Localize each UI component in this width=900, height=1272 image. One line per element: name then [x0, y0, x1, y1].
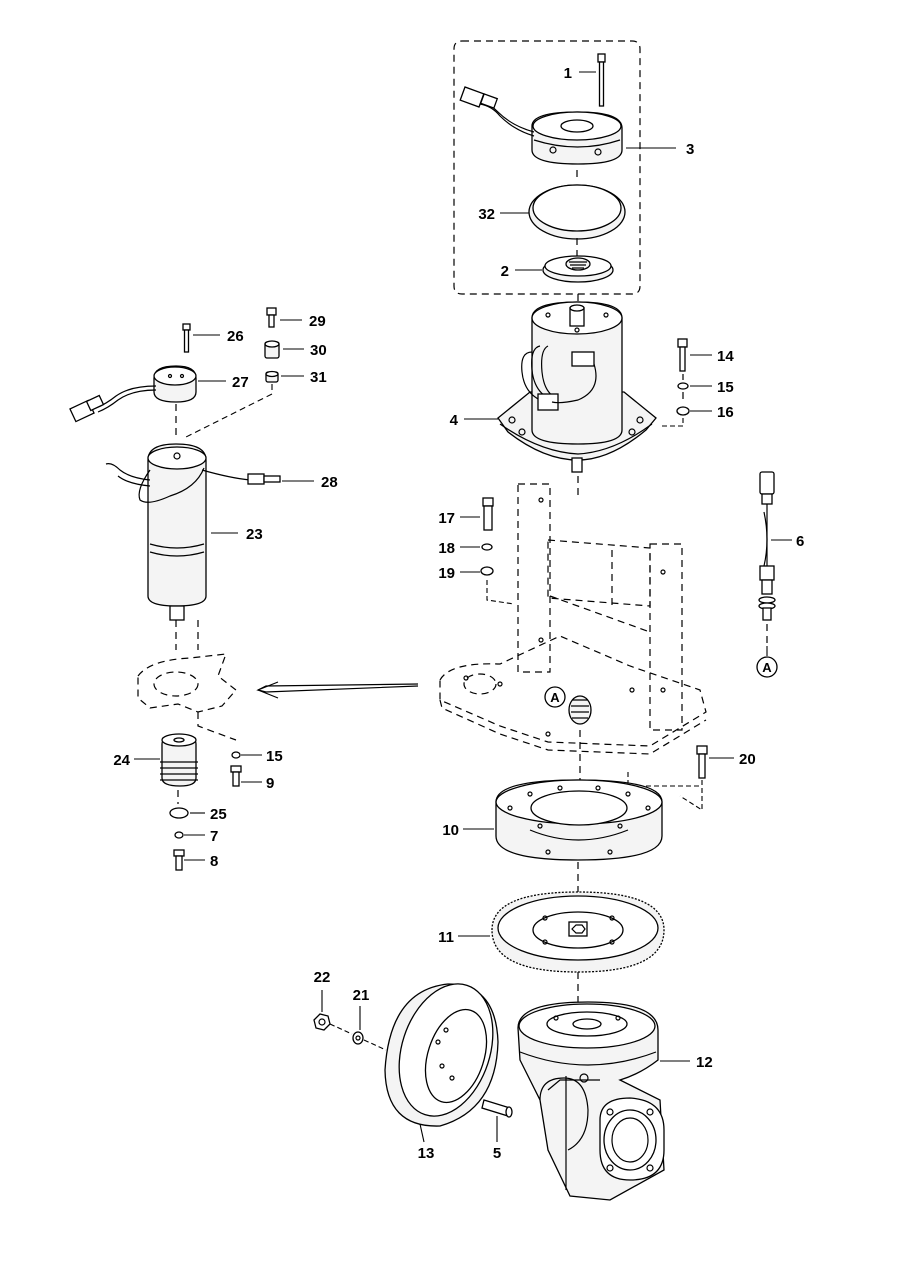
washer-part-7	[174, 831, 184, 839]
brake-unit-part-3	[459, 86, 623, 165]
callout-12: 12	[696, 1054, 713, 1071]
callout-14: 14	[717, 348, 734, 365]
callout-3: 3	[686, 141, 694, 158]
callout-27: 27	[232, 374, 249, 391]
bolt-part-14	[677, 338, 688, 372]
motor-mount-leader	[183, 384, 273, 439]
leader-lines	[134, 71, 792, 1143]
callout-31: 31	[310, 369, 327, 386]
callout-23: 23	[246, 526, 263, 543]
screw-part-9	[230, 765, 242, 787]
frame-chassis	[439, 483, 707, 780]
callout-9: 9	[266, 775, 274, 792]
callout-24: 24	[113, 752, 130, 769]
bolt-part-17	[482, 497, 494, 531]
hub-part-2	[542, 255, 614, 283]
callout-2: 2	[501, 263, 509, 280]
bolt-part-1	[597, 53, 606, 107]
detail-arrow-head	[257, 681, 279, 699]
washer-part-15-b	[231, 751, 241, 759]
nut-part-31	[265, 370, 279, 383]
detail-arrow	[256, 683, 419, 693]
callout-18: 18	[438, 540, 455, 557]
marker-a-label: A	[762, 660, 772, 675]
reference-marker-a-frame: A	[544, 686, 566, 708]
screw-part-26	[182, 323, 191, 353]
wheel-nut-axis	[329, 1023, 387, 1051]
pump-motor-part-23	[105, 443, 281, 621]
encoder-part-27	[69, 365, 197, 423]
callout-11: 11	[438, 929, 454, 946]
marker-a-label: A	[550, 690, 560, 705]
callout-7: 7	[210, 828, 218, 845]
washer-part-19	[480, 566, 494, 576]
drive-motor-part-4	[497, 301, 657, 500]
callout-1: 1	[564, 65, 572, 82]
pump-mounting-detail	[137, 653, 237, 741]
callout-26: 26	[227, 328, 244, 345]
callout-17: 17	[438, 510, 455, 527]
callout-10: 10	[442, 822, 459, 839]
wheel-stud-part-5	[481, 1099, 513, 1118]
callout-32: 32	[478, 206, 495, 223]
reference-marker-a-sensor: A	[756, 656, 778, 678]
callout-13: 13	[418, 1145, 435, 1162]
pinion-part-24	[160, 733, 198, 787]
bolt-14-leader	[660, 418, 684, 427]
brake-group-boundary	[453, 40, 641, 295]
callout-8: 8	[210, 853, 218, 870]
brake-assembly-group	[453, 40, 641, 295]
callout-28: 28	[321, 474, 338, 491]
bolt-20-leader-2	[627, 772, 700, 787]
callout-19: 19	[438, 565, 455, 582]
sensor-part-6	[758, 471, 776, 646]
ring-gear-part-11	[491, 891, 665, 973]
spacer-part-30	[264, 340, 280, 359]
washer-part-21	[352, 1031, 364, 1045]
washer-part-16	[676, 406, 690, 416]
bolt-20-leader	[679, 780, 703, 812]
callout-16: 16	[717, 404, 734, 421]
callout-21: 21	[353, 987, 370, 1004]
bolt-17-leader	[486, 580, 515, 605]
callout-20: 20	[739, 751, 756, 768]
callout-29: 29	[309, 313, 326, 330]
gearbox-housing-part-12	[517, 1001, 665, 1201]
screw-part-8	[173, 849, 185, 871]
callout-30: 30	[310, 342, 327, 359]
callout-15-b: 15	[266, 748, 283, 765]
callout-5: 5	[493, 1145, 501, 1162]
callout-25: 25	[210, 806, 227, 823]
callout-labels: 1 2 3 4 5 6 7 8 9 10 11 12 13 14 15 15 1…	[113, 65, 804, 1162]
callout-6: 6	[796, 533, 804, 550]
callout-4: 4	[450, 412, 459, 429]
slewing-ring-part-10	[495, 779, 663, 861]
screw-part-29	[266, 307, 277, 328]
bolt-part-20	[696, 745, 708, 779]
washer-part-18	[481, 543, 493, 551]
wheel-nut-part-22	[313, 1013, 331, 1031]
friction-disc-part-32	[528, 184, 626, 240]
callout-15: 15	[717, 379, 734, 396]
washer-part-25	[169, 807, 189, 819]
callout-22: 22	[314, 969, 331, 986]
drive-wheel-part-13	[384, 983, 499, 1127]
washer-part-15	[677, 382, 689, 390]
